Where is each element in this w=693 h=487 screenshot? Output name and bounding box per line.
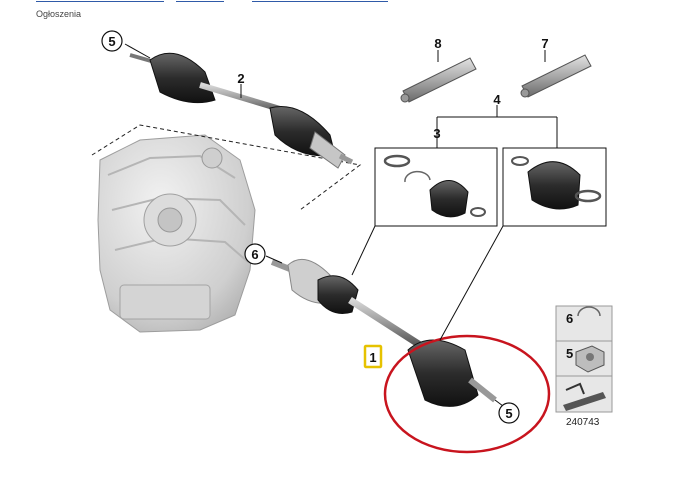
svg-text:8: 8 <box>434 36 441 51</box>
dashed-outline <box>91 124 362 211</box>
svg-text:3: 3 <box>433 126 440 141</box>
leader-lines <box>351 225 504 341</box>
svg-text:2: 2 <box>237 71 244 86</box>
svg-text:6: 6 <box>251 247 258 262</box>
highlight-ellipse <box>383 334 551 454</box>
diagram-id: 240743 <box>566 417 600 428</box>
callout-5-top: 5 <box>101 30 151 59</box>
legend-6-label: 6 <box>566 311 573 326</box>
callout-8: 8 <box>434 36 442 62</box>
callout-4: 4 <box>493 92 501 107</box>
svg-text:4: 4 <box>493 92 501 107</box>
arrow-sheet-icon <box>563 382 606 411</box>
upper-drive-shaft <box>129 52 354 169</box>
top-link-2[interactable] <box>176 0 224 2</box>
svg-text:5: 5 <box>108 34 115 49</box>
collar-nut-icon <box>575 345 605 373</box>
svg-text:1: 1 <box>369 350 376 365</box>
part4-kit-box <box>502 147 607 227</box>
top-link-3[interactable] <box>252 0 388 2</box>
callout-5-bottom: 5 <box>494 399 520 424</box>
grease-tube-icon <box>400 57 477 103</box>
grease-tube-icon <box>520 54 592 98</box>
callout-2: 2 <box>237 71 245 98</box>
top-link-1[interactable] <box>36 0 164 2</box>
callout-3: 3 <box>433 126 440 141</box>
legend-panel <box>555 305 613 413</box>
lower-drive-shaft <box>270 258 497 407</box>
hose-clamp-icon <box>383 154 411 168</box>
svg-text:7: 7 <box>541 36 548 51</box>
part3-kit-box <box>374 147 498 227</box>
group-bracket <box>436 105 558 148</box>
svg-text:5: 5 <box>505 406 512 421</box>
callout-6: 6 <box>244 243 283 265</box>
cv-boot-icon <box>429 180 469 218</box>
circlip-icon <box>404 170 431 183</box>
ad-label: Ogłoszenia <box>36 9 82 19</box>
callout-7: 7 <box>541 36 549 62</box>
circlip-icon <box>577 306 601 317</box>
callout-1: 1 <box>363 344 383 369</box>
transmission-icon <box>97 134 256 333</box>
legend-5-label: 5 <box>566 346 573 361</box>
